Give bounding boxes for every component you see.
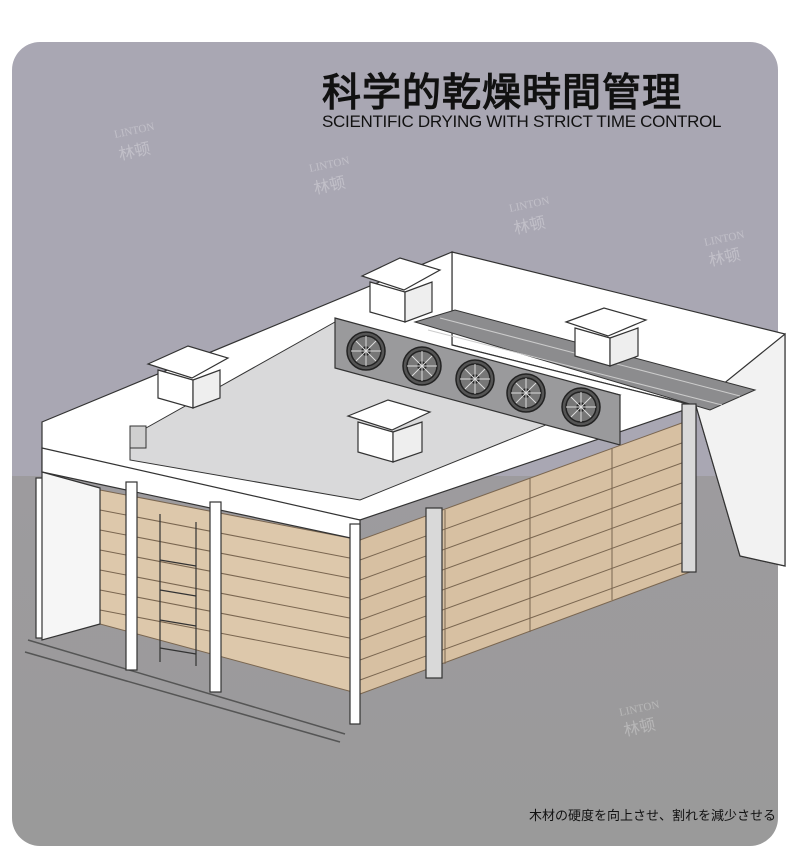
lumber-stack-front: [99, 489, 361, 695]
page-title: 科学的乾燥時間管理: [322, 71, 683, 116]
roof-vent: [360, 257, 442, 323]
left-wall: [41, 471, 101, 641]
roof-vent: [146, 345, 230, 409]
fan-icon: [402, 346, 442, 386]
fan-row: [346, 331, 601, 427]
svg-text:林顿: 林顿: [117, 140, 152, 164]
overhead-rails: [413, 309, 757, 411]
svg-text:LINTON: LINTON: [113, 121, 155, 141]
svg-text:LINTON: LINTON: [308, 155, 350, 175]
svg-text:LINTON: LINTON: [508, 195, 550, 215]
svg-text:林顿: 林顿: [512, 214, 547, 238]
page-subtitle: SCIENTIFIC DRYING WITH STRICT TIME CONTR…: [322, 112, 722, 131]
svg-text:林顿: 林顿: [707, 246, 742, 270]
feature-caption: 木材の硬度を向上させ、割れを減少させる: [528, 809, 776, 824]
roof-vent: [346, 399, 432, 463]
roof-vent: [564, 307, 648, 367]
fan-icon: [346, 331, 386, 371]
svg-text:林顿: 林顿: [312, 174, 347, 198]
fan-icon: [561, 387, 601, 427]
floor-lines: [24, 639, 346, 743]
fan-icon: [506, 373, 546, 413]
svg-text:LINTON: LINTON: [703, 229, 745, 249]
fan-icon: [455, 359, 495, 399]
svg-text:林顿: 林顿: [622, 716, 657, 740]
svg-text:LINTON: LINTON: [618, 699, 660, 719]
